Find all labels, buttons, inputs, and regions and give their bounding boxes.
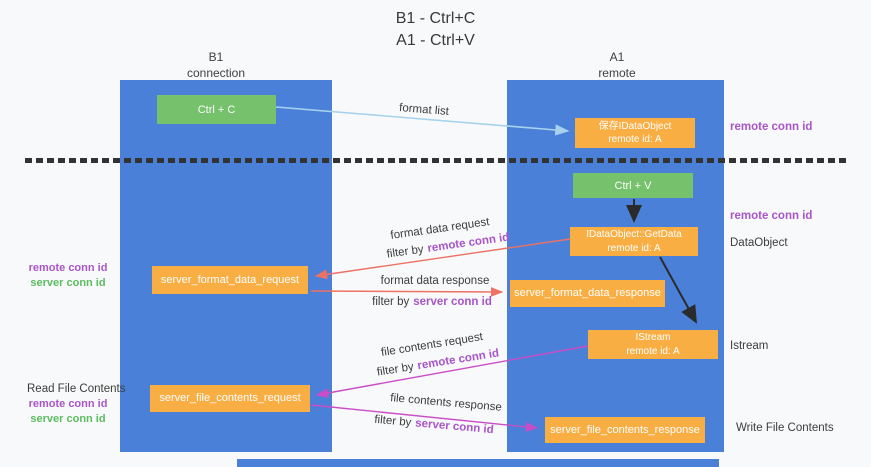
- server-conn-id-text: server conn id: [413, 296, 492, 308]
- server-file-contents-response-label: server_file_contents_response: [550, 423, 700, 436]
- ctrl-c-label: Ctrl + C: [197, 103, 236, 116]
- left-conn-ids-bottom: remote conn id server conn id: [20, 397, 116, 427]
- right-remote-conn-id-mid: remote conn id: [730, 210, 813, 222]
- dashed-separator: [25, 158, 849, 163]
- label-format-list: format list: [398, 102, 450, 118]
- server-file-contents-request-label: server_file_contents_request: [159, 392, 301, 405]
- right-remote-conn-id-top: remote conn id: [730, 121, 813, 133]
- getdata-line1: IDataObject::GetData: [586, 229, 682, 240]
- istream-line2: remote id: A: [626, 345, 680, 357]
- box-ctrl-v: Ctrl + V: [573, 173, 693, 198]
- diagram-title: B1 - Ctrl+C A1 - Ctrl+V: [0, 8, 871, 51]
- left-conn-ids-top: remote conn id server conn id: [20, 261, 116, 291]
- getdata-line2: remote id: A: [607, 242, 661, 254]
- right-istream-label: Istream: [730, 340, 769, 352]
- box-idataobject-getdata: IDataObject::GetData remote id: A: [570, 227, 698, 256]
- bottom-partial-bar: [237, 459, 719, 467]
- filter-by-text: filter by: [372, 296, 410, 308]
- istream-line1: IStream: [635, 332, 671, 343]
- filter-by-text: filter by: [386, 243, 425, 261]
- filter-by-text: filter by: [376, 360, 415, 379]
- left-remote-conn-id-2: remote conn id: [28, 398, 108, 410]
- write-file-contents-label: Write File Contents: [736, 422, 834, 434]
- box-save-dataobject: 保存IDataObject remote id: A: [575, 118, 695, 148]
- ctrl-v-label: Ctrl + V: [614, 179, 652, 192]
- right-dataobject-label: DataObject: [730, 237, 788, 249]
- title-line-1: B1 - Ctrl+C: [395, 10, 476, 27]
- left-server-conn-id-1: server conn id: [30, 276, 106, 289]
- filter-by-text: filter by: [373, 413, 412, 429]
- server-format-data-response-label: server_format_data_response: [514, 287, 661, 300]
- box-server-file-contents-request: server_file_contents_request: [150, 385, 310, 412]
- label-format-data-response: format data response: [380, 275, 490, 287]
- title-line-2: A1 - Ctrl+V: [396, 31, 475, 49]
- save-dataobject-line1: 保存IDataObject: [598, 120, 672, 132]
- left-server-conn-id-2: server conn id: [30, 412, 106, 425]
- box-ctrl-c: Ctrl + C: [157, 95, 276, 124]
- save-dataobject-line2: remote id: A: [608, 134, 662, 145]
- box-server-format-data-request: server_format_data_request: [152, 266, 308, 294]
- server-format-data-request-label: server_format_data_request: [160, 273, 300, 286]
- box-server-format-data-response: server_format_data_response: [510, 280, 665, 307]
- lifeline-left-role: connection: [186, 65, 246, 80]
- left-remote-conn-id-1: remote conn id: [28, 262, 108, 274]
- arrow-format-data-response: [310, 287, 504, 297]
- box-istream: IStream remote id: A: [588, 330, 718, 359]
- label-file-contents-response: file contents response: [389, 392, 503, 414]
- read-file-contents-label: Read File Contents: [27, 383, 126, 395]
- box-server-file-contents-response: server_file_contents_response: [545, 417, 705, 443]
- lifeline-left-header: B1 connection: [156, 50, 276, 81]
- lifeline-right-header: A1 remote: [557, 50, 677, 81]
- lifeline-right-name: A1: [609, 50, 625, 64]
- lifeline-left-name: B1: [208, 50, 224, 64]
- server-conn-id-text: server conn id: [414, 417, 495, 437]
- lifeline-right-role: remote: [598, 65, 636, 80]
